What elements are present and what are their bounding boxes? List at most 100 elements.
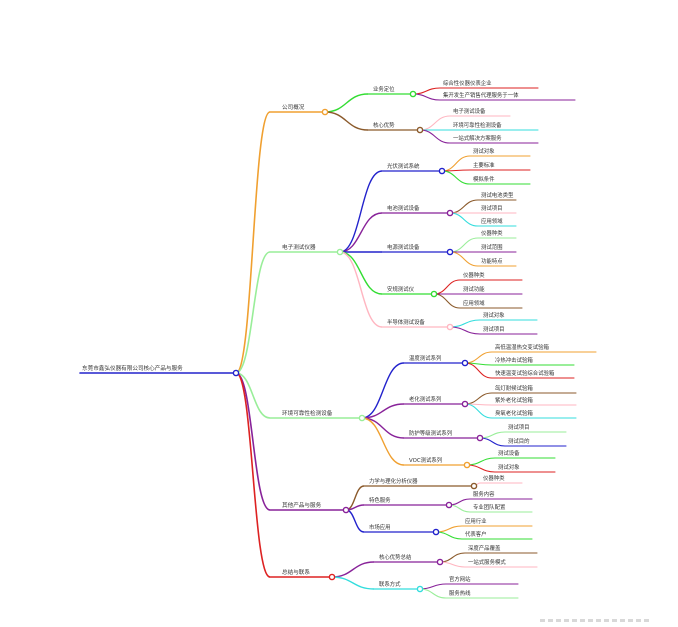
watermark	[540, 619, 649, 622]
leaf-link	[435, 525, 463, 533]
watermark-mark	[596, 619, 601, 622]
leaf-link	[479, 431, 506, 439]
subbranch-label: 电池测试设备	[387, 204, 420, 212]
subbranch-label: VOC测试系列	[409, 456, 442, 464]
subbranch-node[interactable]	[445, 501, 453, 509]
leaf-link	[464, 403, 493, 419]
branch-node[interactable]	[328, 573, 336, 581]
leaf-link	[419, 588, 447, 599]
leaf-label: 紫外老化试验箱	[495, 396, 533, 404]
subbranch-node[interactable]	[461, 359, 469, 367]
subbranch-label: 防护等级测试系列	[409, 429, 452, 437]
leaf-label: 测试对象	[473, 147, 495, 155]
branch-node[interactable]	[358, 414, 366, 422]
subbranch-link	[361, 403, 405, 419]
subbranch-label: 电源测试设备	[387, 243, 420, 251]
subbranch-node[interactable]	[416, 585, 424, 593]
leaf-label: 功能特点	[481, 257, 503, 265]
subbranch-link	[339, 212, 383, 253]
leaf-link	[439, 552, 466, 563]
leaf-link	[419, 129, 451, 144]
leaf-label: 环境可靠性检测设备	[453, 121, 502, 129]
leaf-label: 冷热冲击试验箱	[495, 356, 533, 364]
subbranch-link	[324, 93, 369, 113]
leaf-label: 测试电池类型	[481, 191, 514, 199]
watermark-mark	[564, 619, 569, 622]
branch-node[interactable]	[336, 248, 344, 256]
branch-label: 环境可靠性检测设备	[282, 409, 333, 417]
mindmap-nodes: 东莞市鑫弘仪器有限公司核心产品与服务公司概况业务定位综合性仪器仪表企业集开发生产…	[82, 79, 555, 597]
subbranch-node[interactable]	[430, 290, 438, 298]
subbranch-node[interactable]	[438, 167, 446, 175]
leaf-label: 臭氧老化试验箱	[495, 409, 533, 417]
leaf-link	[464, 392, 493, 405]
subbranch-node[interactable]	[436, 558, 444, 566]
subbranch-link	[345, 509, 365, 533]
subbranch-node[interactable]	[470, 482, 478, 490]
leaf-label: 应用领域	[463, 299, 485, 307]
subbranch-label: 温度测试系列	[409, 354, 441, 362]
leaf-link	[433, 279, 461, 295]
leaf-link	[449, 251, 479, 267]
root-node[interactable]	[232, 369, 240, 377]
leaf-label: 模拟条件	[473, 175, 495, 183]
leaf-label: 仪器种类	[481, 229, 503, 237]
subbranch-label: 市场应用	[369, 523, 391, 531]
leaf-link	[464, 351, 493, 364]
leaf-link	[419, 115, 451, 131]
leaf-label: 测试项目	[508, 423, 530, 431]
watermark-mark	[612, 619, 617, 622]
leaf-link	[449, 212, 479, 227]
leaf-link	[449, 319, 481, 328]
subbranch-label: 半导体测试设备	[387, 318, 425, 326]
leaf-label: 一站式解决方案服务	[453, 134, 502, 142]
watermark-mark	[548, 619, 553, 622]
watermark-mark	[588, 619, 593, 622]
leaf-label: 测试功能	[463, 285, 485, 293]
leaf-label: 主要标准	[473, 161, 495, 169]
subbranch-link	[361, 362, 405, 419]
subbranch-node[interactable]	[446, 209, 454, 217]
subbranch-label: 业务定位	[373, 85, 395, 93]
leaf-label: 应用领域	[481, 217, 503, 225]
subbranch-node[interactable]	[461, 400, 469, 408]
leaf-label: 深度产品覆盖	[468, 544, 501, 552]
subbranch-node[interactable]	[476, 434, 484, 442]
leaf-label: 专业团队配置	[473, 503, 506, 511]
leaf-label: 测试设备	[498, 449, 520, 457]
leaf-link	[439, 561, 466, 568]
leaf-link	[441, 170, 471, 185]
subbranch-link	[339, 170, 383, 253]
branch-node[interactable]	[342, 506, 350, 514]
leaf-label: 服务内容	[473, 490, 495, 498]
subbranch-link	[339, 251, 383, 328]
branch-label: 总结与联系	[282, 568, 310, 576]
leaf-label: 测试范围	[481, 243, 503, 251]
leaf-link	[466, 464, 496, 473]
leaf-label: 仪器种类	[463, 271, 485, 279]
leaf-link	[441, 155, 471, 172]
watermark-mark	[628, 619, 633, 622]
subbranch-label: 安规测试仪	[387, 285, 415, 293]
branch-link	[235, 251, 271, 374]
leaf-label: 服务热线	[449, 589, 471, 597]
subbranch-node[interactable]	[463, 461, 471, 469]
subbranch-node[interactable]	[409, 90, 417, 98]
branch-link	[235, 372, 271, 419]
subbranch-node[interactable]	[416, 126, 424, 134]
subbranch-node[interactable]	[432, 528, 440, 536]
subbranch-link	[331, 576, 375, 590]
leaf-link	[412, 87, 441, 95]
subbranch-node[interactable]	[446, 248, 454, 256]
subbranch-label: 联系方式	[379, 580, 401, 588]
subbranch-link	[361, 417, 405, 466]
branch-label: 其他产品与服务	[282, 501, 322, 509]
subbranch-label: 光伏测试系统	[387, 162, 420, 170]
branch-node[interactable]	[321, 108, 329, 116]
leaf-label: 测试项目	[483, 325, 505, 333]
watermark-mark	[580, 619, 585, 622]
subbranch-label: 力学与理化分析仪器	[369, 477, 418, 485]
subbranch-node[interactable]	[446, 323, 454, 331]
leaf-label: 集开发生产销售代理服务于一体	[443, 91, 519, 99]
leaf-label: 电子测试设备	[453, 107, 486, 115]
